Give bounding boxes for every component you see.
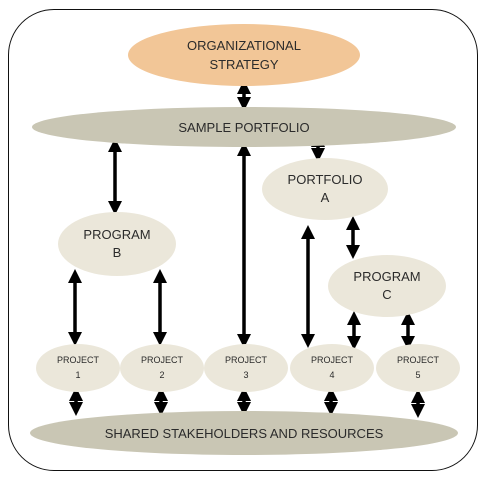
project-4-node: PROJECT 4 (290, 344, 374, 392)
program-c-label-line2: C (382, 287, 392, 302)
sample-portfolio-label: SAMPLE PORTFOLIO (178, 119, 310, 135)
project-3-node: PROJECT 3 (204, 344, 288, 392)
project-2-label-line1: PROJECT (140, 355, 183, 365)
project-1-label-line1: PROJECT (56, 355, 99, 365)
sample-portfolio-node: SAMPLE PORTFOLIO (32, 107, 456, 147)
project-3-label-line1: PROJECT (224, 355, 267, 365)
program-b-label-line2: B (112, 245, 122, 260)
project-3-label-line2: 3 (243, 370, 249, 380)
project-5-node: PROJECT 5 (376, 344, 460, 392)
portfolio-a-label-line1: PORTFOLIO (287, 172, 363, 187)
program-c-node: PROGRAM C (328, 255, 446, 317)
organizational-strategy-node: ORGANIZATIONAL STRATEGY (128, 24, 360, 86)
shared-stakeholders-label: SHARED STAKEHOLDERS AND RESOURCES (104, 425, 384, 441)
project-1-node: PROJECT 1 (36, 344, 120, 392)
project-1-label-line2: 1 (75, 370, 81, 380)
program-c-label-line1: PROGRAM (353, 269, 421, 284)
project-4-label-line2: 4 (329, 370, 335, 380)
program-b-label-line1: PROGRAM (83, 227, 151, 242)
project-2-node: PROJECT 2 (120, 344, 204, 392)
program-b-node: PROGRAM B (58, 212, 176, 276)
strategy-label-line2: STRATEGY (209, 57, 279, 72)
project-2-label-line2: 2 (159, 370, 165, 380)
project-5-label-line1: PROJECT (396, 355, 439, 365)
portfolio-a-label-line2: A (320, 190, 330, 205)
portfolio-a-node: PORTFOLIO A (262, 158, 388, 220)
shared-stakeholders-node: SHARED STAKEHOLDERS AND RESOURCES (30, 411, 458, 455)
project-4-label-line1: PROJECT (310, 355, 353, 365)
strategy-label-line1: ORGANIZATIONAL (187, 38, 301, 53)
project-5-label-line2: 5 (415, 370, 421, 380)
